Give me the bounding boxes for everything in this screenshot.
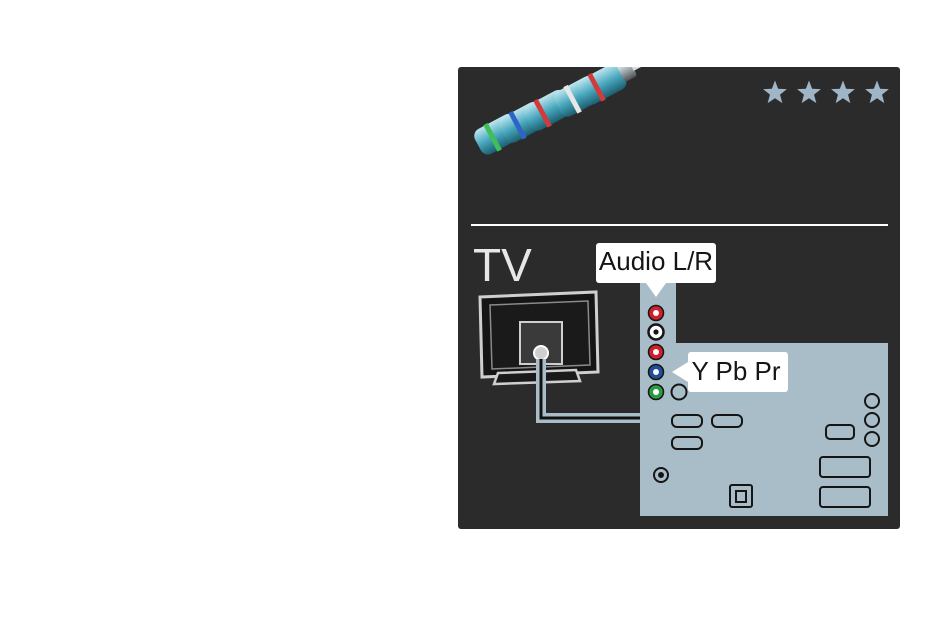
connection-diagram-panel: TV [458, 67, 900, 529]
component-rca-cables-icon [471, 67, 648, 158]
ypbpr-label: Y Pb Pr [691, 356, 780, 386]
star-icon [797, 81, 821, 104]
star-icon [865, 81, 889, 104]
audio-lr-callout: Audio L/R [596, 243, 716, 297]
tv-label: TV [473, 239, 532, 291]
audio-lr-label: Audio L/R [599, 246, 713, 276]
connection-diagram: TV [458, 67, 900, 529]
divider-line [471, 224, 888, 226]
star-icon [831, 81, 855, 104]
ypbpr-callout: Y Pb Pr [672, 352, 788, 392]
rating-stars [763, 81, 889, 104]
star-icon [763, 81, 787, 104]
